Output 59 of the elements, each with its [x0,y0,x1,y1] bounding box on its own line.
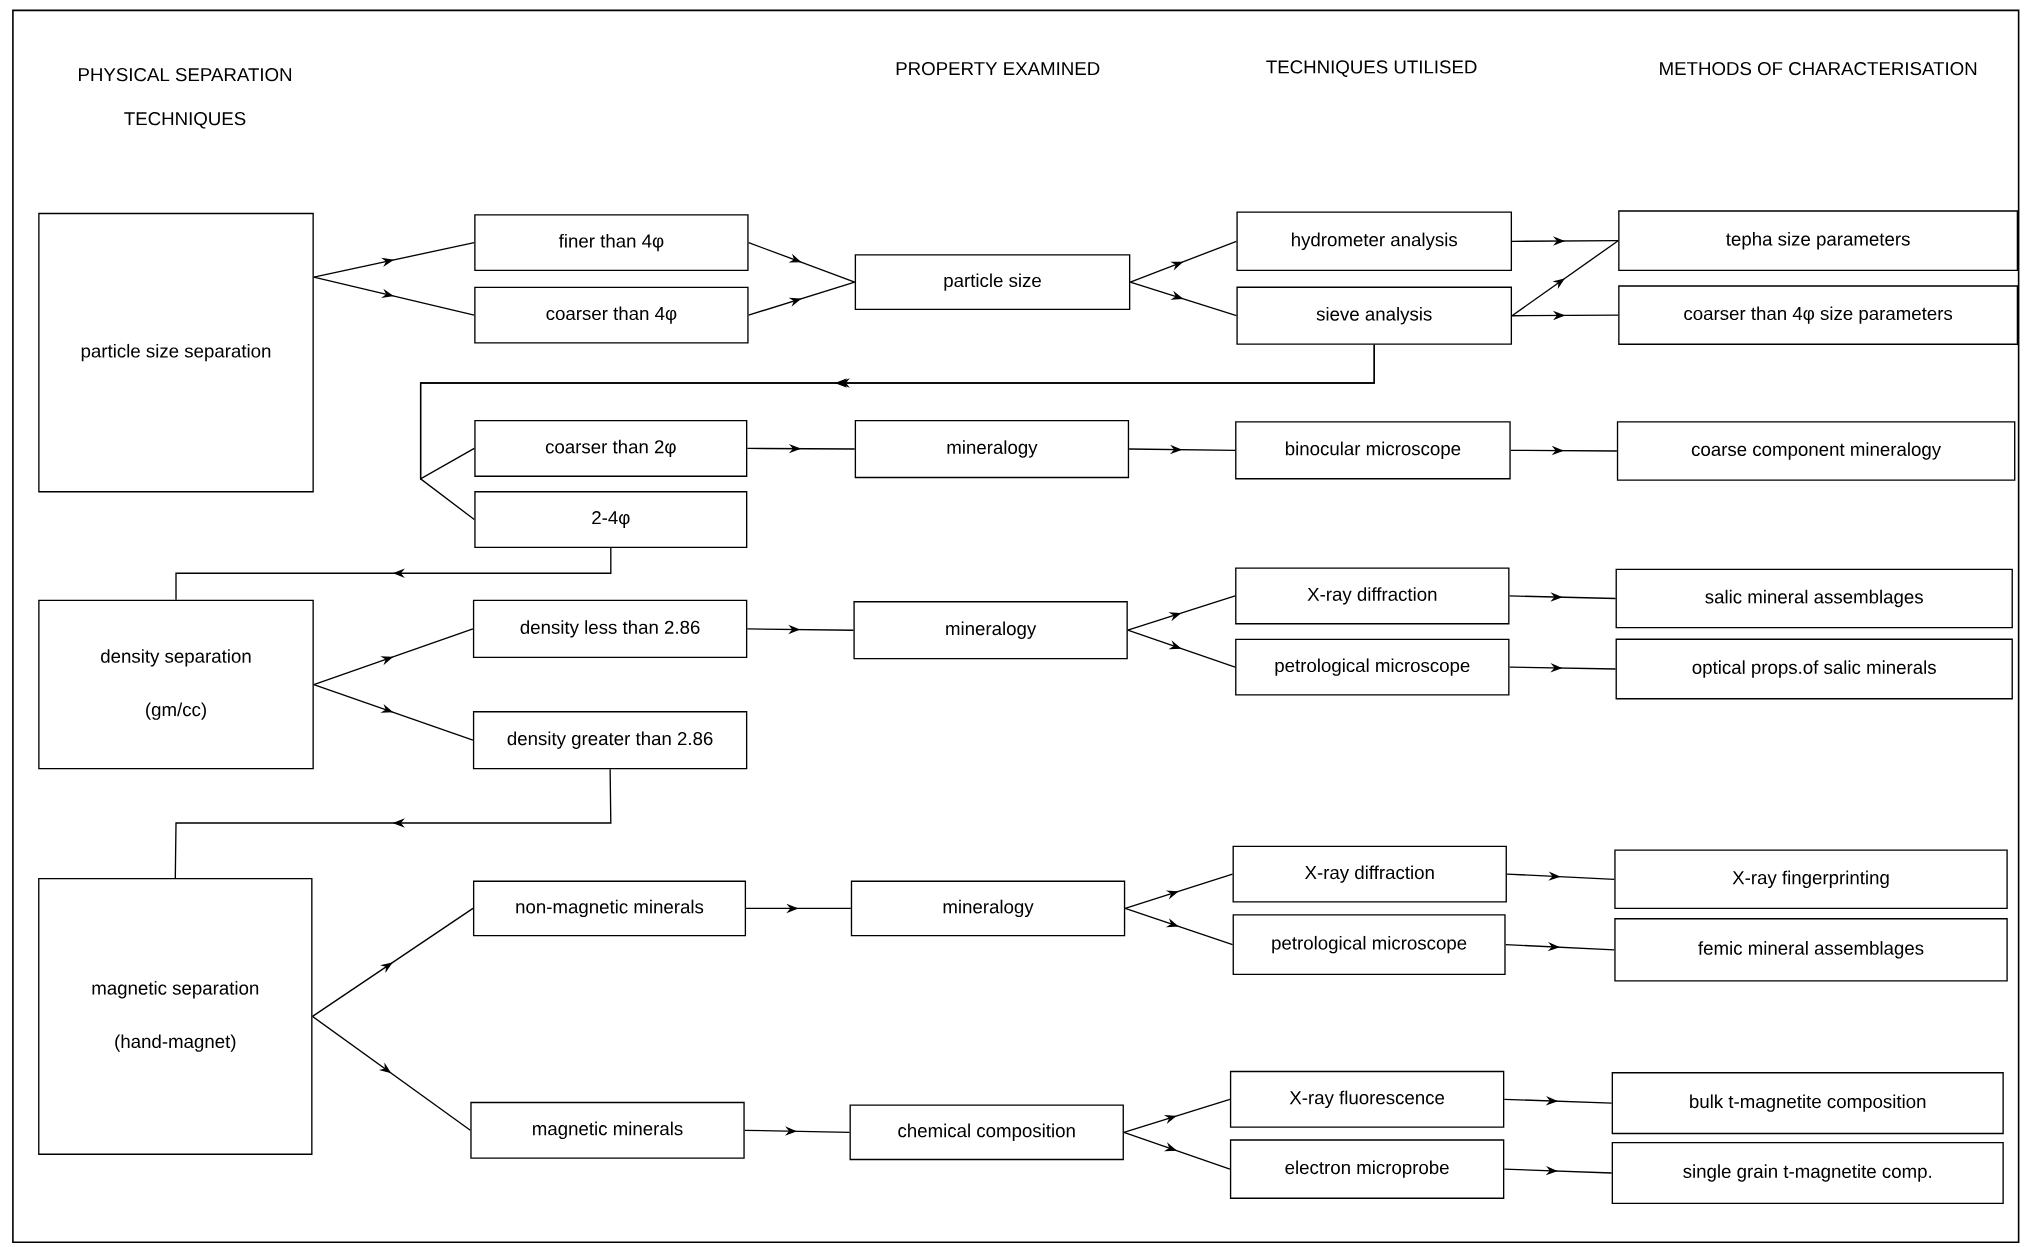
process-box: particle size [854,254,1131,310]
arrow [1123,1131,1231,1170]
arrow [311,1015,471,1131]
process-box: petrological microscope [1232,914,1506,975]
arrow [313,276,475,316]
arrow [1127,629,1236,668]
process-box: X-ray diffraction [1232,845,1507,903]
arrow [313,628,474,686]
process-box: mineralogy [854,419,1130,479]
separation-box: particle size separation [38,212,314,493]
arrow [747,281,856,316]
process-box: coarser than 2φ [474,419,748,477]
process-box: X-ray fluorescence [1229,1070,1505,1128]
process-box: finer than 4φ [474,214,749,272]
separation-box: density separation (gm/cc) [38,599,314,770]
arrow [174,768,612,879]
column-heading: PHYSICAL SEPARATION TECHNIQUES [79,68,292,129]
column-heading: TECHNIQUES UTILISED [1266,60,1477,77]
process-box: bulk t-magnetite composition [1611,1072,2004,1135]
process-box: petrological microscope [1235,638,1510,696]
arrow [313,683,474,741]
process-box: density less than 2.86 [472,599,748,659]
arrow [1506,871,1615,881]
arrow [175,547,612,601]
process-box: salic mineral assemblages [1615,568,2013,629]
process-box: coarser than 4φ [474,286,749,344]
process-box: sieve analysis [1236,286,1513,345]
arrow [419,344,1375,521]
arrow [1124,873,1234,910]
process-box: single grain t-magnetite comp. [1611,1141,2004,1205]
arrow [1511,240,1619,317]
process-box: X-ray fingerprinting [1614,849,2008,910]
process-box: hydrometer analysis [1236,211,1513,272]
process-box: X-ray diffraction [1235,567,1510,625]
column-heading: PROPERTY EXAMINED [896,62,1100,76]
process-box: non-magnetic minerals [472,880,747,937]
arrow [311,907,474,1018]
arrow [1129,281,1238,317]
process-box: coarse component mineralogy [1616,421,2016,481]
process-box: femic mineral assemblages [1614,918,2008,982]
column-heading: METHODS OF CHARACTERISATION [1660,62,1977,76]
process-box: 2-4φ [474,491,748,548]
arrow [747,241,856,283]
process-box: tepha size parameters [1618,210,2019,272]
process-box: optical props.of salic minerals [1615,638,2013,700]
separation-box: magnetic separation (hand-magnet) [38,877,313,1155]
arrow [1124,907,1234,946]
arrow [1127,595,1236,631]
process-box: density greater than 2.86 [472,711,748,770]
process-box: chemical composition [849,1104,1124,1161]
process-box: electron microprobe [1229,1139,1505,1199]
arrow [313,241,475,278]
process-box: coarser than 4φ size parameters [1618,285,2019,345]
arrow [1129,240,1238,283]
process-box: magnetic minerals [470,1101,745,1159]
process-box: mineralogy [853,601,1128,660]
process-box: mineralogy [850,880,1126,937]
process-box: binocular microscope [1235,421,1511,480]
arrow [1123,1098,1231,1133]
